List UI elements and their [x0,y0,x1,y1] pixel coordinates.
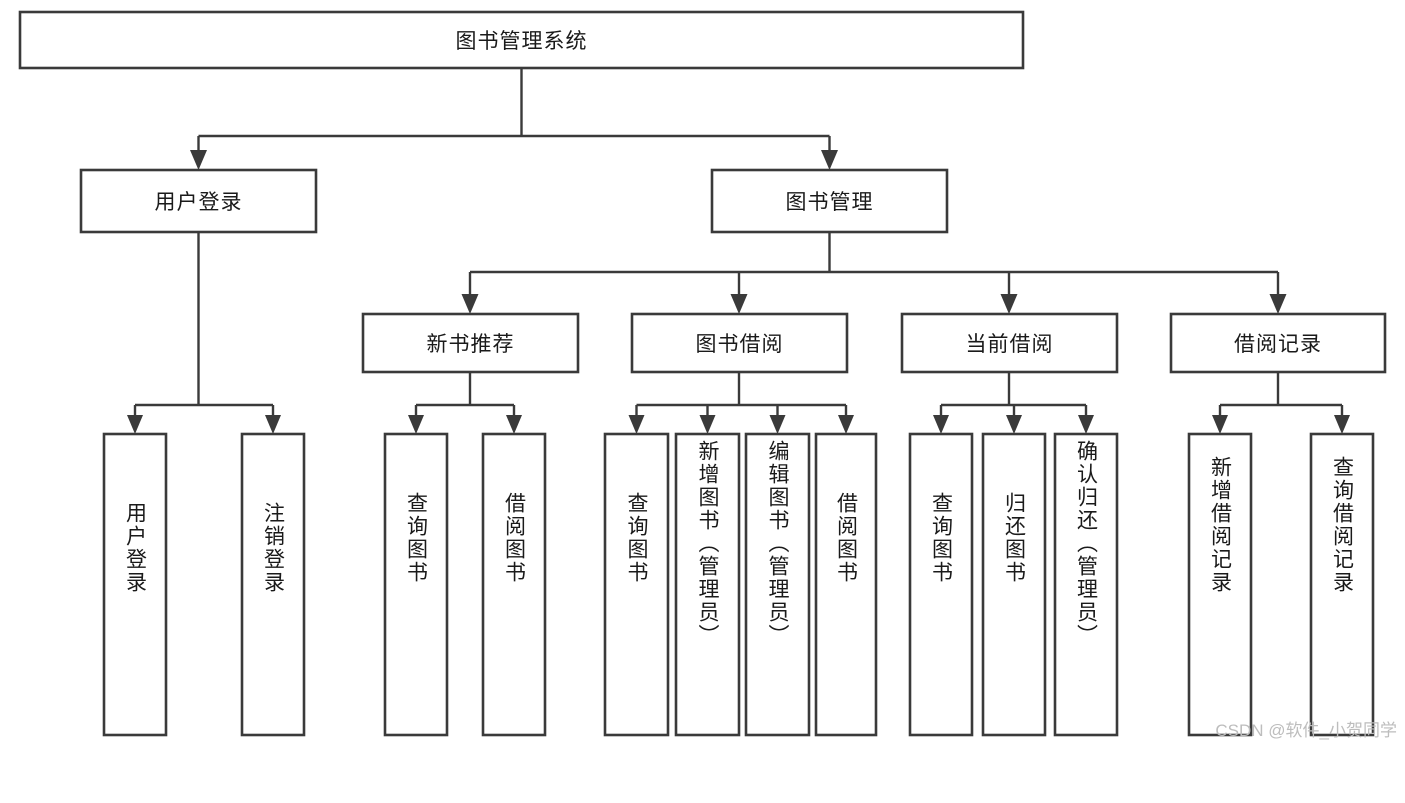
arrow-head-leaf-return-book [1006,415,1022,434]
node-box-leaf-query-book-2[interactable] [603,432,670,737]
arrow-head-leaf-user-login [127,415,143,434]
node-box-root[interactable] [18,10,1025,70]
node-box-borrow[interactable] [630,312,849,374]
connector-group-current [933,372,1094,434]
arrow-head-leaf-query-book-3 [933,415,949,434]
arrow-head-user-login [190,150,207,170]
arrow-head-borrow [730,294,748,314]
diagram-canvas [18,10,1387,737]
arrow-head-record [1269,294,1287,314]
arrow-head-leaf-borrow-book-1 [506,415,522,434]
node-box-book-manage[interactable] [710,168,949,234]
csdn-watermark: CSDN @软件_小贺同学 [1215,721,1397,740]
arrow-head-leaf-add-book [699,415,716,434]
node-box-leaf-borrow-book-1[interactable] [481,432,547,737]
arrow-head-leaf-query-record [1334,415,1350,434]
node-box-leaf-edit-book[interactable] [744,432,811,737]
connector-group-record [1212,372,1350,434]
arrow-head-leaf-logout [265,415,281,434]
node-box-leaf-query-record[interactable] [1309,432,1375,737]
arrow-head-leaf-add-record [1212,415,1228,434]
node-box-leaf-add-record[interactable] [1187,432,1253,737]
node-box-leaf-confirm-return[interactable] [1053,432,1119,737]
arrow-head-leaf-borrow-book-2 [838,415,854,434]
node-box-record[interactable] [1169,312,1387,374]
arrow-head-leaf-edit-book [769,415,786,434]
node-box-leaf-borrow-book-2[interactable] [814,432,878,737]
node-box-leaf-return-book[interactable] [981,432,1047,737]
arrow-head-current [1000,294,1018,314]
arrow-head-leaf-query-book-1 [408,415,424,434]
node-box-leaf-add-book[interactable] [674,432,741,737]
arrow-head-leaf-confirm-return [1078,415,1094,434]
arrow-head-leaf-query-book-2 [628,415,645,434]
node-box-new-book[interactable] [361,312,580,374]
diagram-root: 图书管理系统 用户登录 图书管理 新书推荐 图书借阅 当前借阅 借阅记录 用户登… [18,10,1397,740]
node-box-leaf-logout[interactable] [240,432,306,737]
node-box-leaf-query-book-3[interactable] [908,432,974,737]
node-box-user-login[interactable] [79,168,318,234]
node-box-current[interactable] [900,312,1119,374]
node-box-leaf-user-login[interactable] [102,432,168,737]
connector-group-new-book [408,372,522,434]
arrow-head-book-manage [821,150,838,170]
arrow-head-new-book [461,294,479,314]
connector-group-root [190,68,838,170]
connector-group-user-login [127,232,281,434]
connector-group-borrow [628,372,854,434]
connector-group-book-manage [461,232,1287,314]
node-box-leaf-query-book-1[interactable] [383,432,449,737]
